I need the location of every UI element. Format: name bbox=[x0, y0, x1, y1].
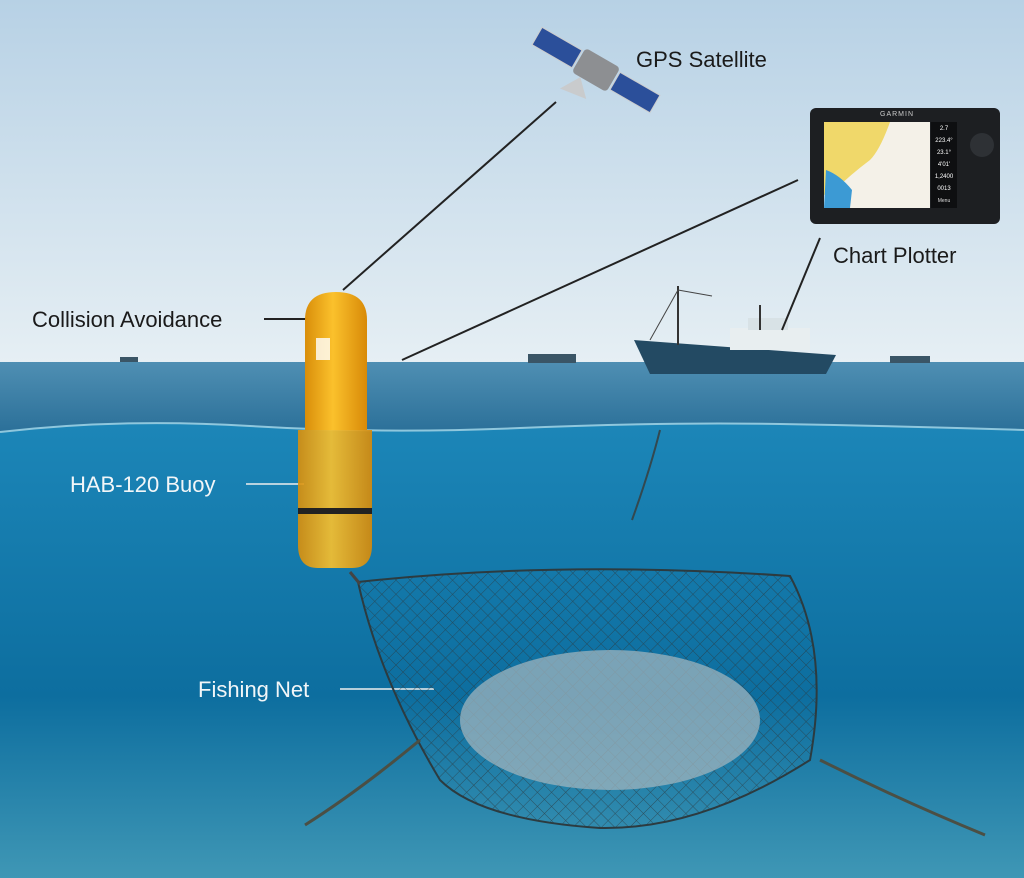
buoy-tether bbox=[348, 571, 362, 585]
label-fishing-net: Fishing Net bbox=[198, 677, 310, 702]
readout: 4'01' bbox=[937, 162, 951, 168]
readout: 2.7 bbox=[939, 126, 949, 132]
sea-surface bbox=[0, 362, 1024, 434]
plotter-link-line bbox=[401, 179, 799, 361]
readout: 223.4° bbox=[935, 138, 953, 144]
distant-boat bbox=[890, 356, 930, 363]
label-chart-plotter: Chart Plotter bbox=[833, 243, 957, 268]
chart-plotter-device bbox=[810, 108, 1000, 224]
label-buoy: HAB-120 Buoy bbox=[70, 472, 216, 497]
plotter-readouts: 2.7 223.4° 23.1° 4'01' 1,2400 0013 bbox=[931, 123, 957, 195]
hab-120-buoy bbox=[298, 292, 372, 568]
plotter-brand-logo: GARMIN bbox=[880, 111, 914, 118]
waterline bbox=[0, 422, 1024, 433]
plotter-menu-button: Menu bbox=[937, 198, 951, 204]
readout: 1,2400 bbox=[934, 174, 954, 180]
fishing-vessel bbox=[634, 286, 836, 374]
distant-boat bbox=[120, 357, 138, 362]
anchor-rope bbox=[304, 738, 421, 827]
anchor-rope bbox=[819, 758, 986, 837]
plotter-vessel-line bbox=[781, 237, 821, 331]
satellite-link-line bbox=[342, 101, 557, 291]
label-collision-avoidance: Collision Avoidance bbox=[32, 307, 223, 332]
net-rope bbox=[631, 429, 661, 521]
readout: 0013 bbox=[937, 186, 951, 192]
label-gps-satellite: GPS Satellite bbox=[636, 47, 767, 72]
fish-catch bbox=[460, 650, 760, 790]
distant-boat bbox=[528, 354, 576, 363]
gps-satellite-icon bbox=[531, 26, 661, 114]
readout: 23.1° bbox=[936, 150, 952, 156]
